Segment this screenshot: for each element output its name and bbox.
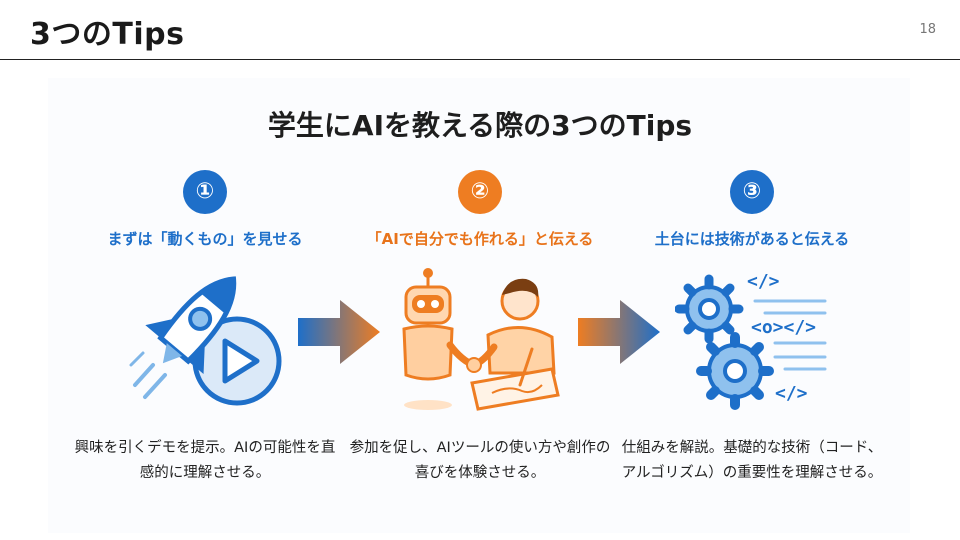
svg-text:</>: </> (747, 271, 780, 292)
robot-person-handshake-icon (392, 265, 572, 419)
arrow-right-icon (298, 300, 380, 368)
tip-1-heading: まずは「動くもの」を見せる (107, 230, 303, 248)
tip-2-heading: 「AIで自分でも作れる」と伝える (366, 230, 594, 248)
slide-title: 3つのTips (30, 17, 185, 52)
page-number: 18 (919, 22, 936, 37)
svg-text:</>: </> (775, 383, 808, 404)
tip-3-description: 仕組みを解説。基礎的な技術（コード、アルゴリズム）の重要性を理解させる。 (621, 440, 883, 481)
tip-1-number-badge: ① (183, 170, 227, 214)
rocket-play-icon (125, 265, 285, 419)
tip-2-number-badge: ② (458, 170, 502, 214)
slide-header: 3つのTips 18 (0, 0, 960, 60)
tip-3: ③ 土台には技術があると伝える (617, 170, 887, 249)
tip-3-heading: 土台には技術があると伝える (654, 230, 850, 248)
tip-2: ② 「AIで自分でも作れる」と伝える (345, 170, 615, 249)
svg-text:<o></>: <o></> (751, 317, 816, 338)
tip-1: ① まずは「動くもの」を見せる (70, 170, 340, 249)
arrow-right-icon (578, 300, 660, 368)
main-heading: 学生にAIを教える際の3つのTips (267, 109, 693, 142)
tip-2-description: 参加を促し、AIツールの使い方や創作の喜びを体験させる。 (349, 440, 611, 481)
tip-3-number-badge: ③ (730, 170, 774, 214)
tip-1-description: 興味を引くデモを提示。AIの可能性を直感的に理解させる。 (74, 440, 336, 481)
gears-code-icon: </> <o></> </> (674, 265, 835, 419)
